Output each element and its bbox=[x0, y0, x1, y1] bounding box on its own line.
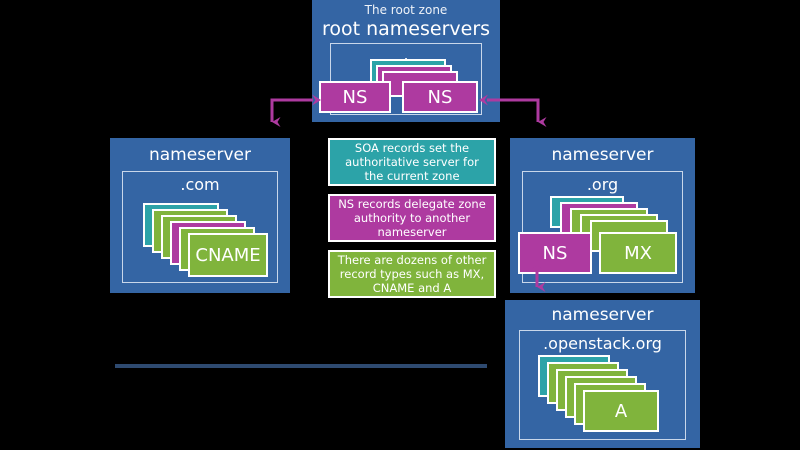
com-zone-origin-label: .com bbox=[180, 175, 220, 194]
org-record-card-ns[interactable]: NS bbox=[518, 232, 592, 274]
root-zone-title: The root zone bbox=[364, 3, 448, 17]
root-zone-inner-box: . bbox=[330, 43, 482, 115]
openstack-zone-inner-box: .openstack.org bbox=[519, 330, 686, 440]
com-record-card-cname[interactable]: CNAME bbox=[188, 233, 268, 277]
connector-root-to-com bbox=[270, 94, 321, 127]
openstack-zone-title: nameserver bbox=[551, 305, 654, 325]
record-card-ns-right[interactable]: NS bbox=[402, 81, 478, 113]
org-record-card-mx[interactable]: MX bbox=[599, 232, 677, 274]
com-zone-panel: nameserver .com CNAME bbox=[110, 138, 290, 293]
com-zone-title: nameserver bbox=[148, 145, 252, 165]
openstack-zone-origin-label: .openstack.org bbox=[543, 334, 662, 353]
root-zone-origin-label: . bbox=[403, 45, 409, 64]
root-zone-nameserver-label: root nameservers bbox=[321, 18, 491, 40]
root-zone-panel: The root zone root nameservers . NS NS bbox=[312, 0, 500, 122]
legend-item-soa: SOA records set the authoritative server… bbox=[328, 138, 496, 186]
legend-item-ns: NS records delegate zone authority to an… bbox=[328, 194, 496, 242]
openstack-record-card-a[interactable]: A bbox=[583, 390, 659, 432]
openstack-zone-panel: nameserver .openstack.org A bbox=[505, 300, 700, 448]
legend-item-other: There are dozens of other record types s… bbox=[328, 250, 496, 298]
com-zone-inner-box: .com bbox=[122, 171, 278, 283]
footer-divider bbox=[115, 364, 487, 368]
org-zone-inner-box: .org bbox=[522, 171, 683, 283]
org-zone-title: nameserver bbox=[551, 145, 654, 165]
record-card-ns-left[interactable]: NS bbox=[319, 81, 391, 113]
org-zone-origin-label: .org bbox=[586, 175, 619, 194]
org-zone-panel: nameserver .org NS MX bbox=[510, 138, 695, 293]
